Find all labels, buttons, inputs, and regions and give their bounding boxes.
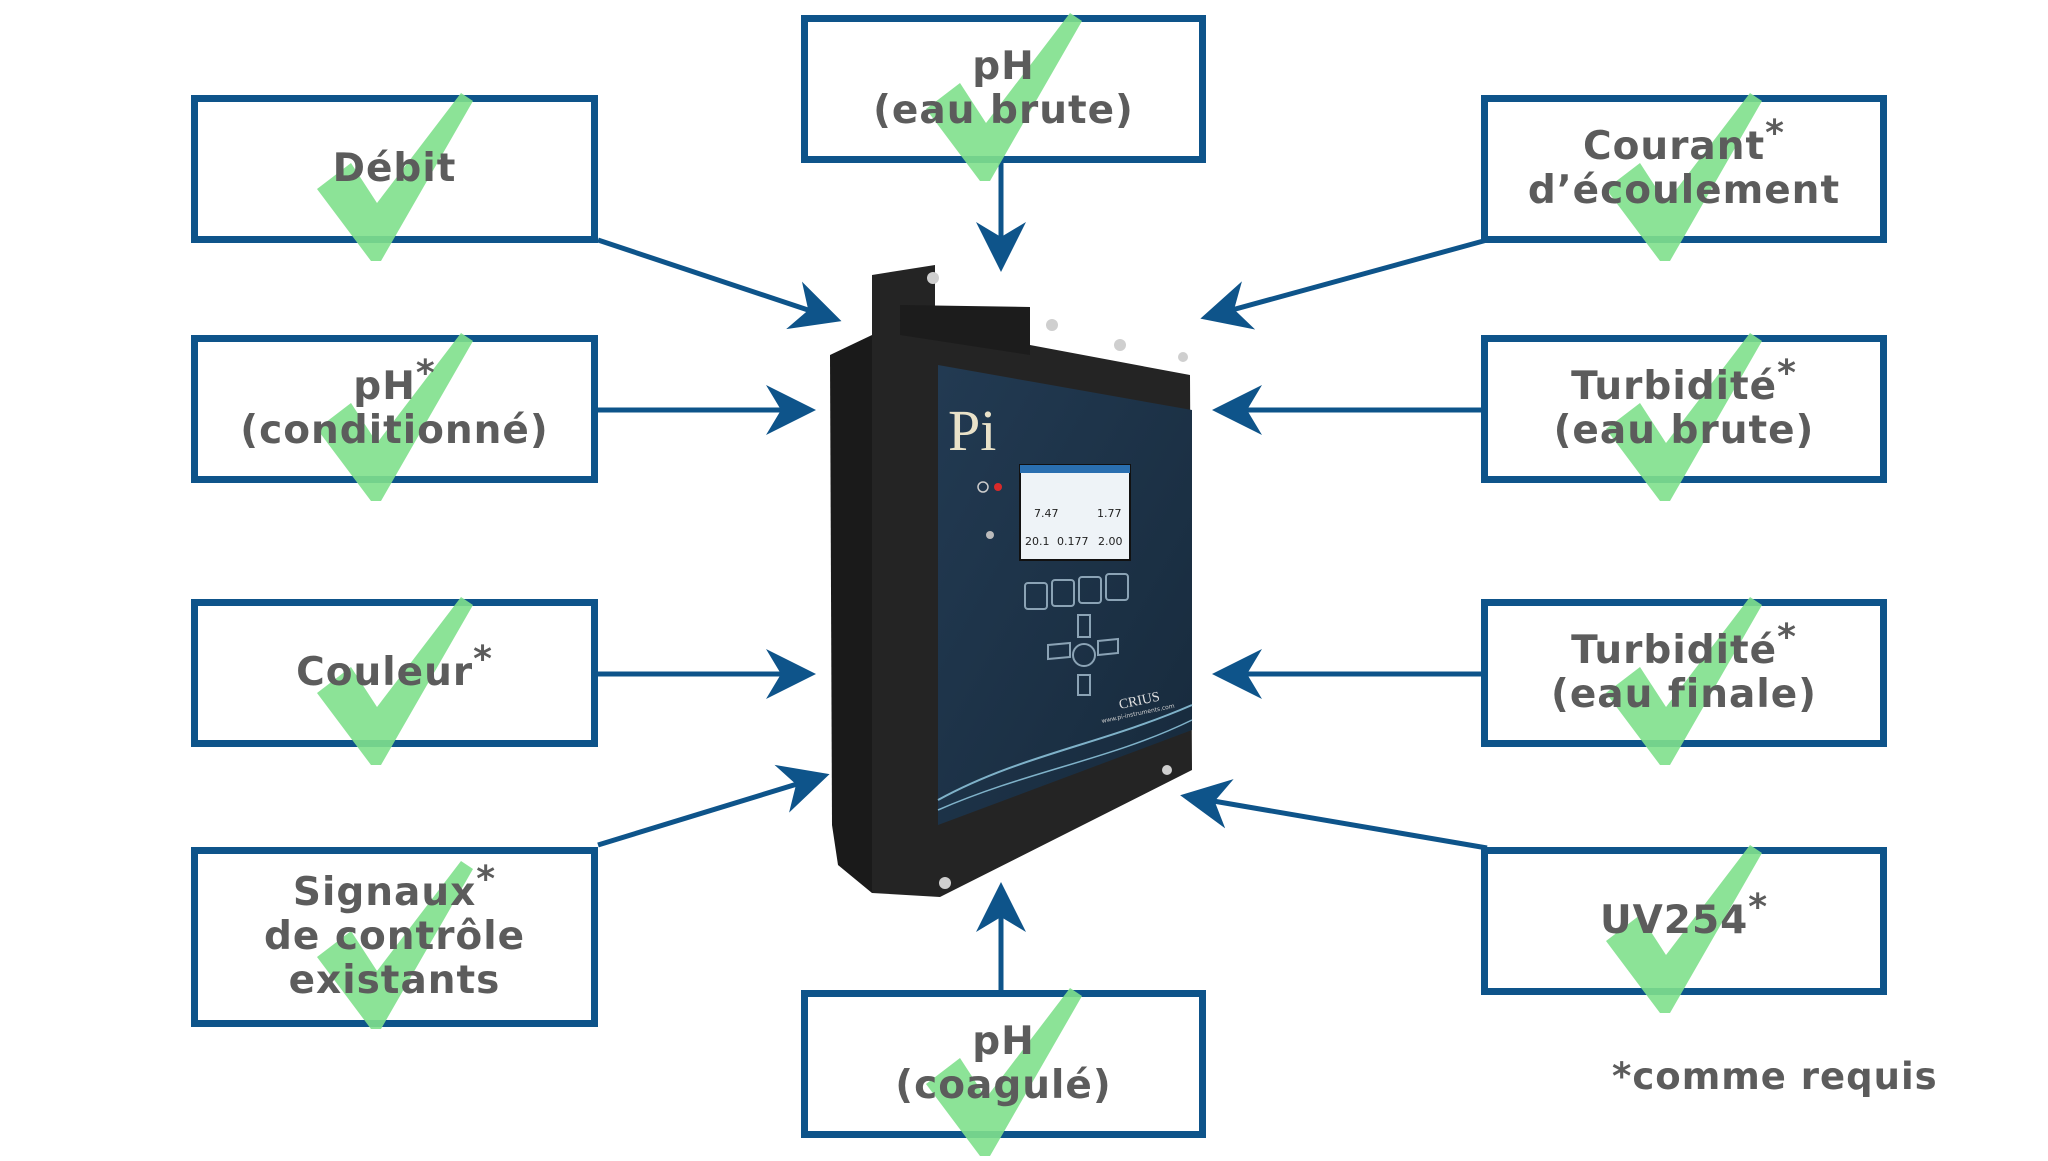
device-logo: Pi xyxy=(948,398,996,463)
soft-key-button[interactable] xyxy=(1105,573,1129,601)
asterisk: * xyxy=(415,353,436,394)
label-line: existants xyxy=(288,958,501,1003)
box-ph-conditionne: pH* (conditionné) xyxy=(191,333,598,501)
label-line: pH xyxy=(972,44,1035,89)
label-line: (eau brute) xyxy=(1553,408,1815,453)
checkmark-icon xyxy=(1606,597,1762,765)
asterisk: * xyxy=(473,639,493,680)
label-line: Turbidité* xyxy=(1571,617,1797,673)
label-line: (coagulé) xyxy=(895,1063,1112,1108)
label-line: d’écoulement xyxy=(1527,168,1841,213)
checkmark-icon xyxy=(1606,845,1762,1013)
checkmark-icon xyxy=(925,988,1082,1156)
box-label: Signaux* de contrôle existants xyxy=(198,859,591,1003)
asterisk: * xyxy=(1777,353,1797,394)
alarm-icon xyxy=(986,531,994,539)
power-icon xyxy=(977,481,989,493)
checkmark-icon xyxy=(925,13,1082,181)
label-line: de contrôle xyxy=(263,914,526,959)
asterisk: * xyxy=(1748,887,1769,928)
down-arrow-button[interactable] xyxy=(1077,674,1091,696)
checkmark-icon xyxy=(316,597,473,765)
label-line: (eau finale) xyxy=(1551,672,1817,717)
crius-controller-device: Pi 7.47 1.77 20.1 0.177 2.00 CRIUS www.p… xyxy=(830,265,1193,897)
screw-icon xyxy=(927,272,939,284)
screw-icon xyxy=(1114,339,1126,351)
asterisk: * xyxy=(1765,113,1785,154)
box-signaux-controle: Signaux* de contrôle existants xyxy=(191,847,598,1029)
arrow-debit xyxy=(597,237,842,330)
box-turbidite-eau-finale: Turbidité* (eau finale) xyxy=(1481,597,1887,765)
left-arrow-button[interactable] xyxy=(1047,641,1071,661)
box-label: Turbidité* (eau finale) xyxy=(1488,617,1880,717)
label-line: (conditionné) xyxy=(240,408,549,453)
status-led xyxy=(994,483,1002,491)
label-line: Signaux* xyxy=(292,859,497,915)
checkmark-icon xyxy=(316,93,473,261)
checkmark-icon xyxy=(316,861,473,1029)
right-arrow-button[interactable] xyxy=(1097,637,1119,657)
label-line: pH* xyxy=(353,353,436,409)
soft-key-button[interactable] xyxy=(1078,576,1102,604)
label-line: pH xyxy=(972,1019,1035,1064)
box-courant-ecoulement: Courant* d’écoulement xyxy=(1481,93,1887,261)
box-label: UV254* xyxy=(1488,887,1880,943)
arrow-courant xyxy=(1200,237,1488,330)
box-label: Couleur* xyxy=(198,639,591,695)
screw-icon xyxy=(939,877,951,889)
checkmark-icon xyxy=(1606,333,1762,501)
box-label: Turbidité* (eau brute) xyxy=(1488,353,1880,453)
box-ph-eau-brute: pH (eau brute) xyxy=(801,13,1206,181)
box-label: pH* (conditionné) xyxy=(198,353,591,453)
arrow-signaux xyxy=(597,764,830,848)
enter-button[interactable] xyxy=(1072,643,1096,667)
screw-icon xyxy=(1162,765,1172,775)
arrow-uv xyxy=(1180,779,1488,851)
checkmark-icon xyxy=(316,333,473,501)
asterisk: * xyxy=(476,859,497,900)
box-debit: Débit xyxy=(191,93,598,261)
soft-key-button[interactable] xyxy=(1051,579,1075,607)
box-label: pH (eau brute) xyxy=(808,45,1199,133)
box-label: Débit xyxy=(198,147,591,191)
device-screen xyxy=(1019,464,1131,561)
screen-reading: 1.77 xyxy=(1097,507,1122,520)
box-ph-coagule: pH (coagulé) xyxy=(801,988,1206,1156)
checkmark-icon xyxy=(1606,93,1762,261)
asterisk: * xyxy=(1777,617,1797,658)
screw-icon xyxy=(1046,319,1058,331)
soft-key-button[interactable] xyxy=(1024,582,1048,610)
screen-reading: 0.177 xyxy=(1057,535,1089,548)
box-label: Courant* d’écoulement xyxy=(1488,113,1880,213)
box-label: pH (coagulé) xyxy=(808,1020,1199,1108)
box-uv254: UV254* xyxy=(1481,845,1887,1013)
label-line: Courant* xyxy=(1583,113,1785,169)
box-couleur: Couleur* xyxy=(191,597,598,765)
screen-reading: 7.47 xyxy=(1034,507,1059,520)
label-line: UV254* xyxy=(1599,887,1769,943)
screw-icon xyxy=(1178,352,1188,362)
label-line: Turbidité* xyxy=(1571,353,1797,409)
label-line: (eau brute) xyxy=(873,88,1134,133)
up-arrow-button[interactable] xyxy=(1077,614,1091,638)
label-line: Couleur* xyxy=(296,639,493,695)
screen-reading: 20.1 xyxy=(1025,535,1050,548)
footnote: *comme requis xyxy=(1612,1055,1938,1098)
screen-reading: 2.00 xyxy=(1098,535,1123,548)
label-line: Débit xyxy=(332,146,457,191)
box-turbidite-eau-brute: Turbidité* (eau brute) xyxy=(1481,333,1887,501)
